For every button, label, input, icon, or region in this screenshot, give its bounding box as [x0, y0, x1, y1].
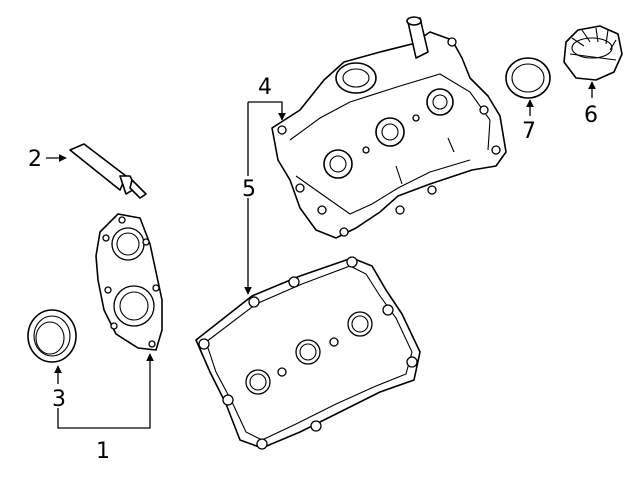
valve-cover[interactable]: [271, 16, 507, 239]
callout-7: 7: [522, 119, 536, 144]
callout-5: 5: [242, 177, 256, 202]
sealant-tube[interactable]: [69, 143, 147, 199]
timing-cover-gasket[interactable]: [95, 213, 163, 351]
valve-cover-gasket[interactable]: [195, 256, 421, 450]
oil-filler-cap[interactable]: [563, 25, 623, 81]
callout-2: 2: [28, 147, 42, 172]
leader-lines: [46, 81, 596, 429]
callout-6: 6: [584, 103, 598, 128]
callout-3: 3: [52, 387, 66, 412]
callout-1: 1: [96, 439, 110, 464]
oil-seal[interactable]: [27, 309, 77, 363]
callout-4: 4: [258, 75, 272, 100]
seal-ring[interactable]: [505, 57, 551, 99]
